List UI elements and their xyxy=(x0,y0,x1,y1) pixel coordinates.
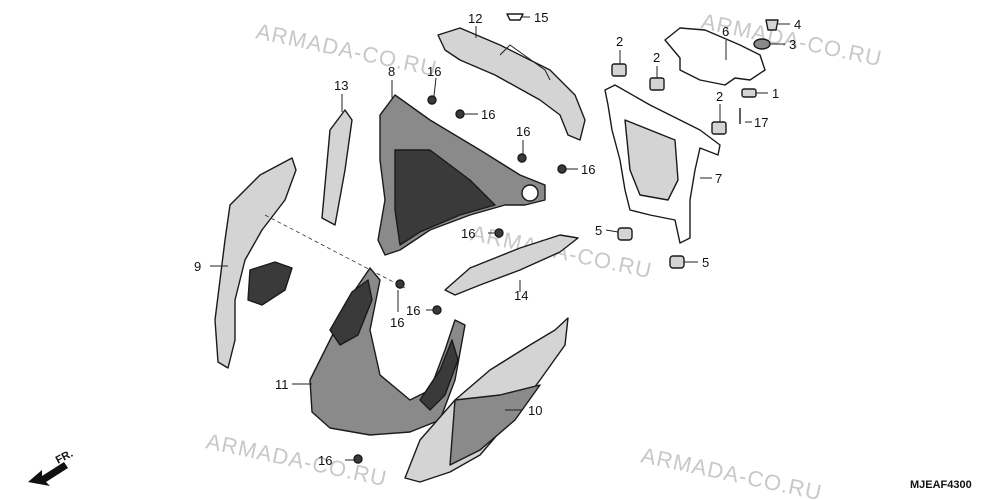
callout-10: 10 xyxy=(528,403,542,418)
front-label: FR. xyxy=(54,448,75,467)
part-16c-screw xyxy=(517,153,527,163)
part-16e-screw xyxy=(494,228,504,238)
part-16h-screw xyxy=(353,454,363,464)
callout-2b: 2 xyxy=(653,50,660,65)
part-3-grommet xyxy=(753,38,771,50)
callout-16h: 16 xyxy=(318,453,332,468)
callout-1: 1 xyxy=(772,86,779,101)
part-14-side-panel xyxy=(444,234,579,296)
callout-8: 8 xyxy=(388,64,395,79)
leader-12-bracket xyxy=(499,44,551,81)
leader-16a xyxy=(433,77,437,97)
callout-16a: 16 xyxy=(427,64,441,79)
callout-11: 11 xyxy=(275,377,289,392)
part-2b-grommet xyxy=(649,77,665,91)
part-16g-screw xyxy=(432,305,442,315)
part-11-lower-cowl xyxy=(309,267,466,436)
callout-7: 7 xyxy=(715,171,722,186)
part-12-top-bracket xyxy=(437,27,586,141)
leader-5a xyxy=(605,229,619,233)
part-5a-grommet xyxy=(617,227,633,241)
part-8-mount-hole xyxy=(521,184,539,202)
callout-9: 9 xyxy=(194,259,201,274)
callout-5b: 5 xyxy=(702,255,709,270)
part-16b-screw xyxy=(455,109,465,119)
part-4-clip xyxy=(765,19,779,31)
assembly-line xyxy=(264,214,406,289)
part-9-vent xyxy=(247,261,293,306)
callout-16d: 16 xyxy=(581,162,595,177)
part-16a-screw xyxy=(427,95,437,105)
part-16d-screw xyxy=(557,164,567,174)
part-6-handle-bracket xyxy=(664,27,766,86)
part-11-vent-left xyxy=(329,279,373,346)
diagram-code: MJEAF4300 xyxy=(910,479,972,491)
callout-6: 6 xyxy=(722,24,729,39)
part-9-left-cowl xyxy=(214,157,297,369)
callout-15: 15 xyxy=(534,10,548,25)
watermark-5: ARMADA-CO.RU xyxy=(639,442,825,500)
part-11-vent-right xyxy=(419,339,459,411)
part-5b-grommet xyxy=(669,255,685,269)
part-7-frame-window xyxy=(624,119,679,201)
callout-5a: 5 xyxy=(595,223,602,238)
part-10-lower-shade xyxy=(449,384,541,466)
part-2a-grommet xyxy=(611,63,627,77)
part-15-screw xyxy=(506,13,524,21)
callout-17: 17 xyxy=(754,115,768,130)
part-13-inner-panel xyxy=(321,109,353,226)
callout-3: 3 xyxy=(789,37,796,52)
callout-12: 12 xyxy=(468,11,482,26)
callout-16b: 16 xyxy=(481,107,495,122)
callout-13: 13 xyxy=(334,78,348,93)
callout-16g: 16 xyxy=(406,303,420,318)
front-arrow-icon xyxy=(28,462,68,486)
callout-16e: 16 xyxy=(461,226,475,241)
watermark-1: ARMADA-CO.RU xyxy=(254,18,440,81)
callout-16f: 16 xyxy=(390,315,404,330)
part-1-collar xyxy=(741,88,757,98)
part-2c-grommet xyxy=(711,121,727,135)
callout-14: 14 xyxy=(514,288,528,303)
callout-2a: 2 xyxy=(616,34,623,49)
part-8-cowl-inner xyxy=(394,149,496,246)
callout-2c: 2 xyxy=(716,89,723,104)
callout-16c: 16 xyxy=(516,124,530,139)
callout-4: 4 xyxy=(794,17,801,32)
